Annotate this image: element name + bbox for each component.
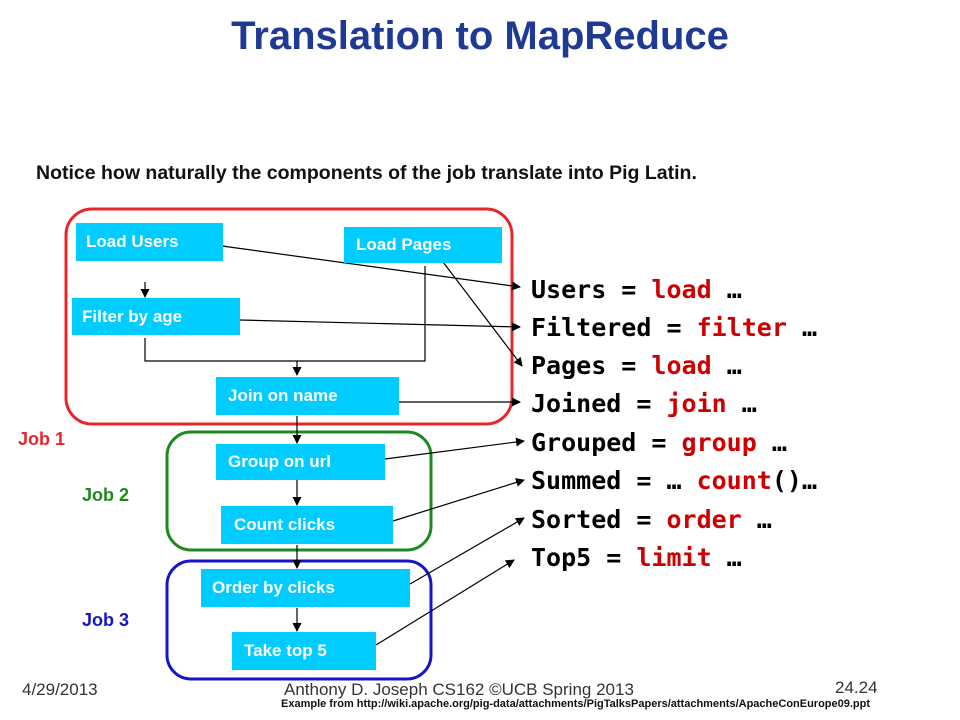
job1-label: Job 1 (18, 429, 66, 449)
map-arrow-pages (439, 257, 523, 367)
map-arrow-grouped (384, 437, 525, 460)
footer-course: Anthony D. Joseph CS162 ©UCB Spring 2013 (284, 680, 634, 699)
flow-line-pages-to-join (297, 266, 426, 362)
job2-outline (165, 430, 433, 552)
group-on-url-box: Group on url (216, 444, 385, 480)
slide-subtitle: Notice how naturally the components of t… (36, 162, 697, 184)
map-arrow-top5 (375, 559, 515, 646)
map-arrow-users (221, 245, 521, 291)
job3-label: Job 3 (82, 610, 130, 630)
code-line: Sorted = order … (531, 505, 772, 534)
filter-by-age-box: Filter by age (72, 298, 240, 335)
footer-date: 4/29/2013 (22, 680, 98, 699)
map-arrow-summed (392, 478, 525, 522)
load-pages-box: Load Pages (344, 227, 502, 263)
take-top-5-box: Take top 5 (232, 632, 376, 670)
code-line: Users = load … (531, 275, 742, 304)
code-line: Top5 = limit … (531, 543, 742, 572)
code-line: Joined = join … (531, 389, 757, 418)
join-on-name-box: Join on name (216, 377, 399, 415)
slide-title: Translation to MapReduce (231, 14, 729, 58)
order-by-clicks-box: Order by clicks (201, 569, 410, 607)
map-arrow-filtered (239, 319, 521, 332)
map-arrow-sorted (409, 517, 525, 585)
code-line: Grouped = group … (531, 428, 787, 457)
job1-outline (64, 207, 514, 426)
count-clicks-box: Count clicks (221, 506, 393, 544)
source-citation: Example from http://wiki.apache.org/pig-… (281, 698, 871, 710)
job2-label: Job 2 (82, 485, 130, 505)
flow-line-filter-to-join (144, 338, 297, 362)
load-users-box: Load Users (76, 223, 223, 261)
code-line: Filtered = filter … (531, 313, 817, 342)
code-line: Summed = … count()… (531, 466, 817, 495)
footer-slide-number: 24.24 (835, 678, 878, 697)
code-line: Pages = load … (531, 351, 742, 380)
